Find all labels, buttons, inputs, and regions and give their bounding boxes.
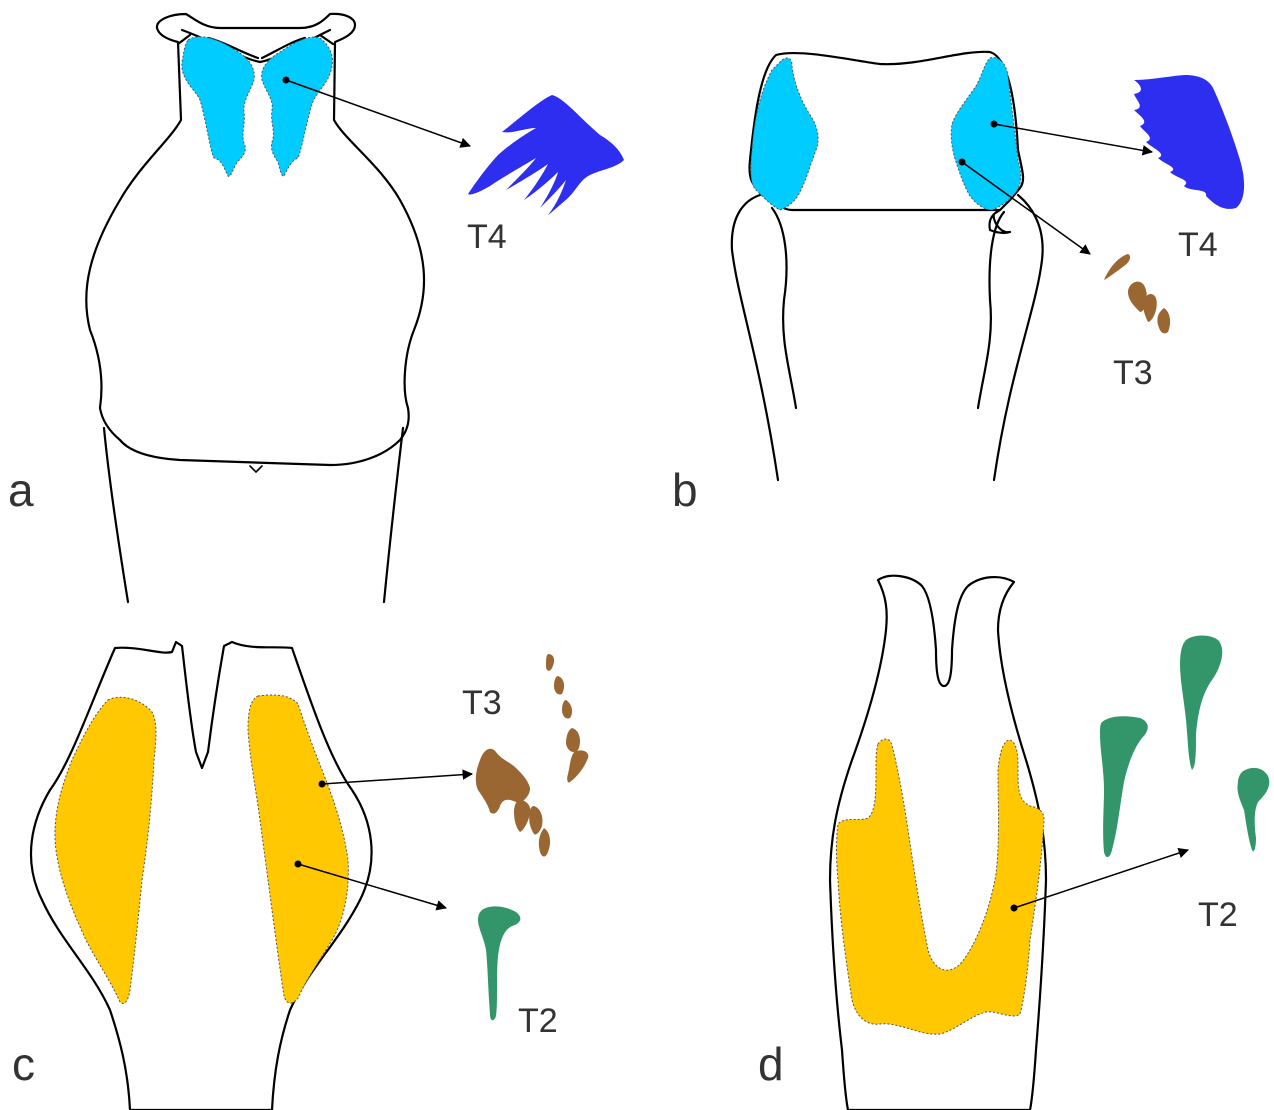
- panel-a: T4 a: [8, 14, 624, 602]
- panel-a-label: a: [8, 464, 34, 516]
- panel-d-t2-arrow-origin: [1011, 905, 1018, 912]
- panel-b-t3-arrow-origin: [959, 159, 966, 166]
- panel-b-t4-arrow-origin: [991, 121, 998, 128]
- panel-c-t3-tooth-4: [566, 728, 580, 752]
- panel-b-t3-tooth-1: [1104, 254, 1130, 280]
- panel-b-label: b: [672, 464, 698, 516]
- panel-d-t2-tooth-1: [1180, 636, 1222, 771]
- panel-b: T4 T3 b: [672, 52, 1244, 516]
- panel-b-t3-teeth: [1104, 254, 1170, 333]
- panel-c-t3-tooth-1: [546, 654, 554, 671]
- panel-c-t3-tooth-9: [539, 828, 550, 857]
- panel-a-outline: [86, 14, 424, 602]
- panel-b-t3-label: T3: [1113, 354, 1153, 392]
- panel-c: T3 T2 c: [12, 642, 588, 1110]
- panel-c-t2-arrow-origin: [295, 861, 302, 868]
- panel-b-t4-tooth: [1134, 75, 1244, 209]
- panel-d-label: d: [758, 1038, 784, 1090]
- panel-c-t3-arrow-origin: [319, 781, 326, 788]
- panel-d-t2-label: T2: [1198, 896, 1238, 934]
- panel-a-t4-label: T4: [467, 218, 507, 256]
- panel-c-label: c: [12, 1038, 35, 1090]
- panel-d-t2-teeth: [1100, 636, 1269, 858]
- panel-b-t4-label: T4: [1178, 226, 1218, 264]
- panel-c-t3-tooth-5: [567, 750, 588, 782]
- panel-a-t4-tooth: [468, 95, 624, 215]
- panel-d-t2-tooth-2: [1100, 716, 1148, 857]
- panel-d: T2 d: [758, 576, 1269, 1110]
- panel-b-t3-tooth-3: [1143, 294, 1157, 322]
- panel-b-t3-tooth-4: [1157, 308, 1170, 333]
- panel-c-t3-tooth-7: [514, 800, 530, 832]
- panel-c-t3-tooth-3: [562, 700, 572, 719]
- panel-c-t2-label: T2: [518, 1002, 558, 1040]
- panel-c-t3-tooth-8: [529, 806, 542, 835]
- panel-c-t2-tooth: [478, 906, 520, 1020]
- panel-c-t3-tooth-2: [554, 676, 564, 695]
- panel-d-t2-tooth-3: [1237, 768, 1269, 851]
- panel-c-t3-label: T3: [462, 684, 502, 722]
- panel-a-t4-arrow-origin: [283, 77, 290, 84]
